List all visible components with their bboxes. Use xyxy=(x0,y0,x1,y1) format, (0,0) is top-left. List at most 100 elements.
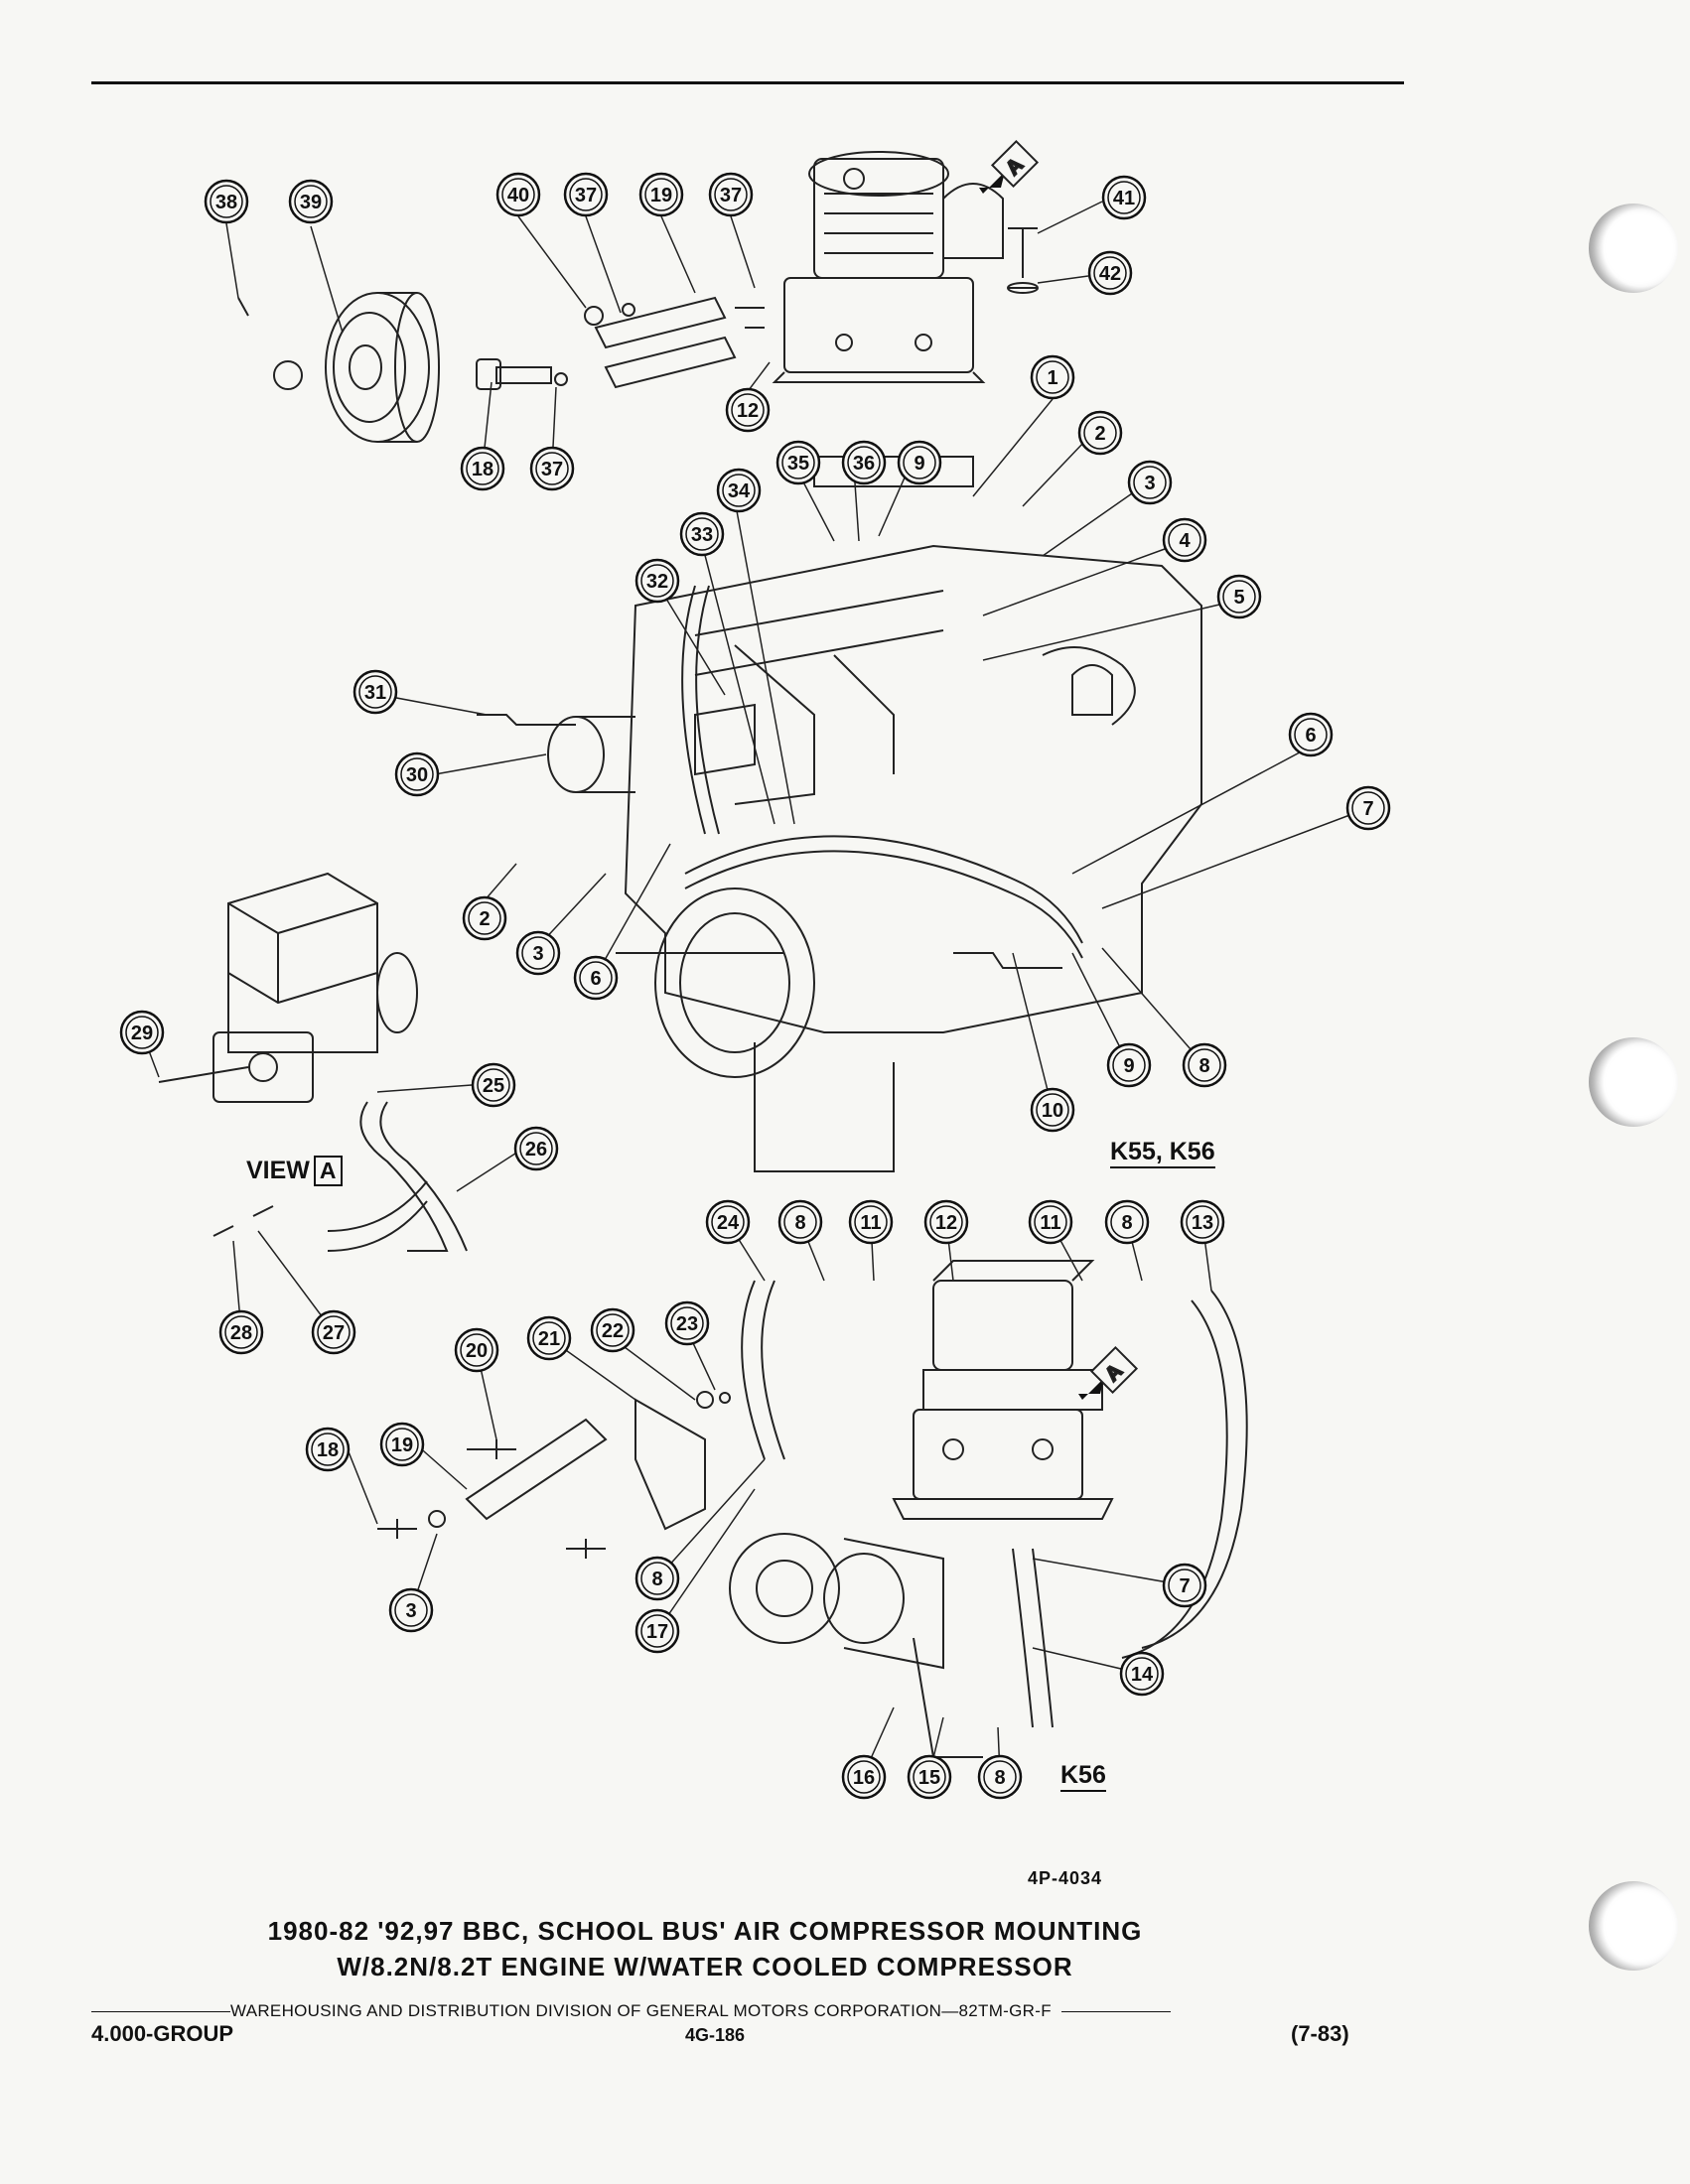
callout-number: 36 xyxy=(853,453,875,475)
callout-bubble-inner xyxy=(596,1313,630,1347)
callout-bubble xyxy=(388,1587,434,1633)
callout-number: 12 xyxy=(737,400,759,422)
top-bracket-drawing xyxy=(476,227,1039,390)
callout-bubble xyxy=(716,468,762,513)
callout-number: 8 xyxy=(794,1212,805,1234)
callout-bubble-inner xyxy=(640,1562,674,1595)
callout-42: 42 xyxy=(1087,250,1133,296)
callout-bubble xyxy=(1106,1042,1152,1088)
callout-bubble xyxy=(305,1427,351,1472)
callout-bubble xyxy=(777,1199,823,1245)
callout-10: 10 xyxy=(1030,1087,1075,1133)
callout-bubble-inner xyxy=(670,1306,704,1340)
callout-number: 14 xyxy=(1131,1664,1154,1686)
figure-caption-line-2: W/8.2N/8.2T ENGINE W/WATER COOLED COMPRE… xyxy=(337,1952,1073,1981)
callout-bubble-inner xyxy=(1083,416,1117,450)
callout-bubble xyxy=(573,955,619,1001)
callout-12: 12 xyxy=(923,1199,969,1245)
callout-bubble xyxy=(394,751,440,797)
callout-16: 16 xyxy=(841,1754,887,1800)
view-a-box: A xyxy=(313,1156,343,1186)
callout-number: 22 xyxy=(602,1320,624,1342)
callout-bubble xyxy=(1182,1042,1227,1088)
callout-number: 11 xyxy=(860,1212,881,1234)
callout-bubble xyxy=(638,172,684,217)
callout-bubble-inner xyxy=(783,1205,817,1239)
callout-bubble-inner xyxy=(903,446,936,479)
callout-bubble-inner xyxy=(210,185,243,218)
callout-bubble xyxy=(379,1422,425,1467)
callout-bubble-inner xyxy=(983,1760,1017,1794)
callout-bubble xyxy=(311,1309,356,1355)
artwork: A A xyxy=(141,139,1369,1775)
callout-number: 18 xyxy=(472,459,493,480)
callout-number: 41 xyxy=(1113,188,1135,209)
callout-bubble xyxy=(923,1199,969,1245)
callout-number: 23 xyxy=(676,1313,698,1335)
callout-bubble xyxy=(679,511,725,557)
callout-number: 30 xyxy=(406,764,428,786)
callout-bubble xyxy=(1216,574,1262,619)
callout-number: 19 xyxy=(391,1434,413,1456)
callout-24: 24 xyxy=(705,1199,751,1245)
callout-8: 8 xyxy=(777,1199,823,1245)
callout-number: 39 xyxy=(300,192,322,213)
callout-bubble-inner xyxy=(569,178,603,211)
callout-25: 25 xyxy=(471,1062,516,1108)
callout-3: 3 xyxy=(388,1587,434,1633)
callout-bubble xyxy=(204,179,249,224)
callout-number: 2 xyxy=(1094,423,1105,445)
callout-18: 18 xyxy=(460,446,505,491)
callout-bubble-inner xyxy=(501,178,535,211)
callout-bubble-inner xyxy=(400,757,434,791)
callout-number: 40 xyxy=(507,185,529,206)
callout-34: 34 xyxy=(716,468,762,513)
callout-9: 9 xyxy=(897,440,942,485)
callout-number: 10 xyxy=(1042,1100,1063,1122)
callout-bubble-inner xyxy=(1186,1205,1219,1239)
callout-bubble xyxy=(1127,460,1173,505)
callout-number: 7 xyxy=(1362,798,1373,820)
callout-17: 17 xyxy=(634,1608,680,1654)
top-rule xyxy=(91,81,1404,84)
callout-number: 27 xyxy=(323,1322,345,1344)
callout-bubble-inner xyxy=(466,452,499,485)
view-a-text: VIEW xyxy=(246,1157,310,1184)
callout-2: 2 xyxy=(1077,410,1123,456)
callout-bubble xyxy=(590,1307,635,1353)
callout-number: 20 xyxy=(466,1340,488,1362)
callout-bubble-inner xyxy=(394,1593,428,1627)
callout-bubble xyxy=(708,172,754,217)
callout-6: 6 xyxy=(573,955,619,1001)
callout-number: 13 xyxy=(1192,1212,1213,1234)
callout-bubble-inner xyxy=(294,185,328,218)
callout-number: 35 xyxy=(787,453,809,475)
callout-14: 14 xyxy=(1119,1651,1165,1697)
callout-number: 8 xyxy=(994,1767,1005,1789)
callout-bubble-inner xyxy=(1188,1048,1221,1082)
callout-39: 39 xyxy=(288,179,334,224)
callout-number: 37 xyxy=(720,185,742,206)
callout-number: 33 xyxy=(691,524,713,546)
callout-bubble-inner xyxy=(460,1333,493,1367)
figure-caption-line-1: 1980-82 '92,97 BBC, SCHOOL BUS' AIR COMP… xyxy=(267,1916,1143,1946)
callout-number: 8 xyxy=(651,1569,662,1590)
callout-bubble xyxy=(841,1754,887,1800)
callout-bubble xyxy=(775,440,821,485)
callout-bubble-inner xyxy=(847,1760,881,1794)
footer-date: (7-83) xyxy=(1291,2021,1349,2046)
callout-8: 8 xyxy=(1182,1042,1227,1088)
footer-rule-right xyxy=(1060,2011,1171,2013)
lower-compressor-drawing xyxy=(729,1260,1248,1758)
callout-bubble xyxy=(1028,1199,1073,1245)
lower-bracket-drawing xyxy=(377,1391,731,1559)
callout-1: 1 xyxy=(1030,354,1075,400)
callout-bubble-inner xyxy=(847,446,881,479)
callout-22: 22 xyxy=(590,1307,635,1353)
callout-bubble xyxy=(897,440,942,485)
callout-bubble-inner xyxy=(519,1132,553,1165)
callout-bubble xyxy=(634,1556,680,1601)
view-a-arrow-upper: A xyxy=(979,139,1040,194)
